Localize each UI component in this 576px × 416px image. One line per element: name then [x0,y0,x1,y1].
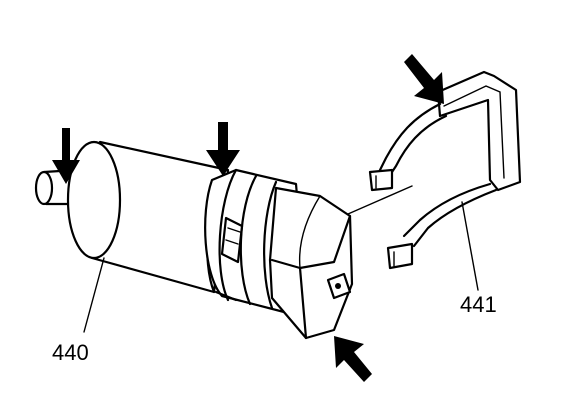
callout-440: 440 [52,340,89,365]
arrow-head-bottom [334,336,372,382]
cylinder-housing [34,140,230,294]
leader-line-441 [461,201,479,291]
mounting-bracket [347,70,522,270]
connector-head [268,186,354,340]
callout-441: 441 [460,292,497,317]
arrow-left-shaft [52,128,80,184]
leader-line-440 [83,257,105,333]
arrow-collar-top [206,122,240,176]
arrow-bracket-top [404,54,444,104]
